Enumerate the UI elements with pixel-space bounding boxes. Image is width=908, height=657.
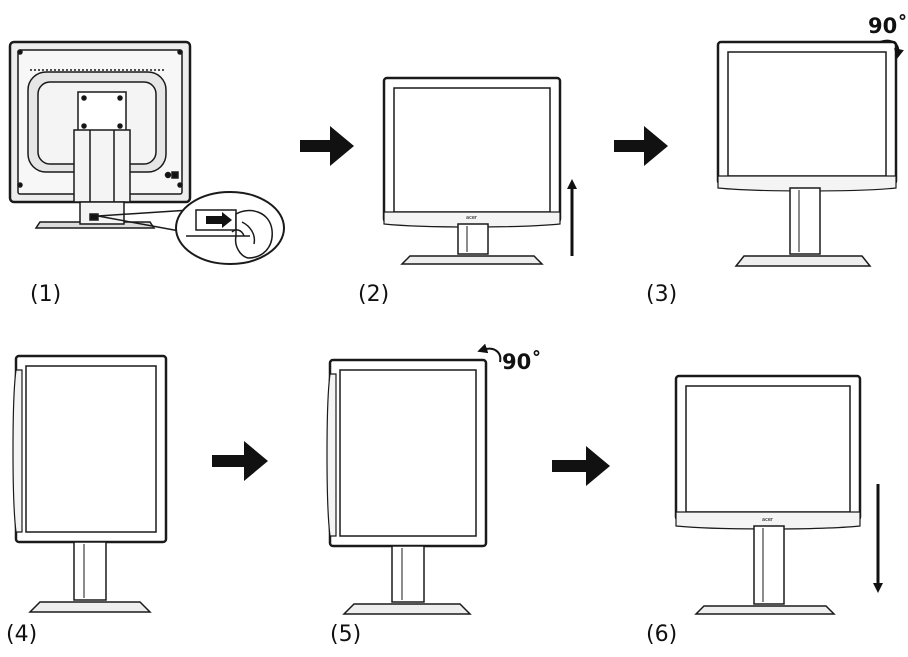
step-5-monitor-portrait [326,358,488,615]
step-6-monitor-landscape [674,374,862,615]
screen [393,87,551,213]
rotate-clockwise-icon [879,39,904,59]
step-2-monitor-landscape [382,76,562,265]
screen [727,51,887,177]
right-arrow-icon [300,126,354,166]
screen [685,385,851,513]
step-4-label: (4) [6,622,38,647]
right-arrow-icon [614,126,668,166]
screen [339,369,477,537]
step-6-brand-mark: acer [762,517,774,523]
step-3-monitor-raised [716,40,898,267]
right-arrow-icon [552,446,610,486]
right-arrow-icon [212,441,268,481]
step-1-rear-view [8,40,285,265]
step-4-monitor-portrait [12,354,168,613]
rotate-clockwise-label: 90˚ [868,14,908,38]
step-2-label: (2) [358,282,390,307]
rotate-counterclockwise-label: 90˚ [502,350,542,374]
step-2-brand-mark: acer [466,215,478,221]
step-5-label: (5) [330,622,362,647]
step-1-label: (1) [30,282,62,307]
step-3-label: (3) [646,282,678,307]
rotate-counterclockwise-icon [477,343,502,363]
step-6-label: (6) [646,622,678,647]
screen [25,365,157,533]
